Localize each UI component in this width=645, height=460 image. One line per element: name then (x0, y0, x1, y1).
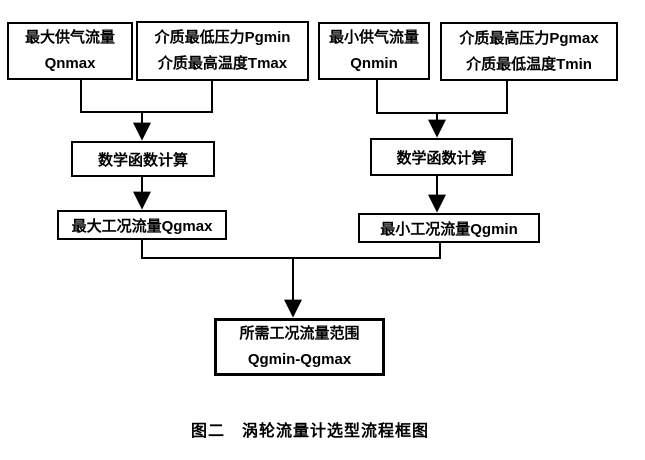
edge-left-merge (80, 80, 213, 141)
node-text-line: 数学函数计算 (97, 151, 188, 169)
edge-bottom-merge (141, 240, 441, 318)
node-min-pressure-max-temp: 介质最低压力Pgmin 介质最高温度Tmax (136, 21, 309, 81)
edge-right-merge (376, 80, 508, 138)
node-required-flow-range: 所需工况流量范围 Qgmin-Qgmax (214, 318, 385, 376)
node-max-pressure-min-temp: 介质最高压力Pgmax 介质最低温度Tmin (440, 22, 618, 81)
node-max-working-flow: 最大工况流量Qgmax (57, 210, 227, 240)
node-text-line: 最大供气流量 (24, 29, 115, 46)
node-text-line: 介质最高温度Tmax (157, 55, 288, 72)
node-min-supply-flow: 最小供气流量 Qnmin (318, 22, 430, 80)
node-text-line: 介质最低温度Tmin (466, 55, 592, 73)
node-text-line: 最小供气流量 (328, 29, 419, 46)
node-min-working-flow: 最小工况流量Qgmin (358, 213, 540, 243)
node-max-supply-flow: 最大供气流量 Qnmax (7, 22, 133, 80)
figure-caption: 图二 涡轮流量计选型流程框图 (190, 423, 429, 440)
edge-math-to-flows (133, 176, 446, 213)
node-text-line: 所需工况流量范围 (239, 325, 360, 342)
node-math-calc-left: 数学函数计算 (71, 141, 215, 177)
node-math-calc-right: 数学函数计算 (370, 138, 513, 176)
node-text-line: Qnmin (350, 55, 398, 72)
node-text-line: 数学函数计算 (396, 149, 487, 167)
node-text-line: 介质最高压力Pgmax (459, 29, 599, 47)
node-text-line: 最小工况流量Qgmin (380, 220, 518, 238)
node-text-line: Qnmax (44, 55, 96, 72)
node-text-line: 介质最低压力Pgmin (154, 29, 291, 46)
node-text-line: Qgmin-Qgmax (247, 351, 352, 368)
node-text-line: 最大工况流量Qgmax (71, 217, 213, 235)
